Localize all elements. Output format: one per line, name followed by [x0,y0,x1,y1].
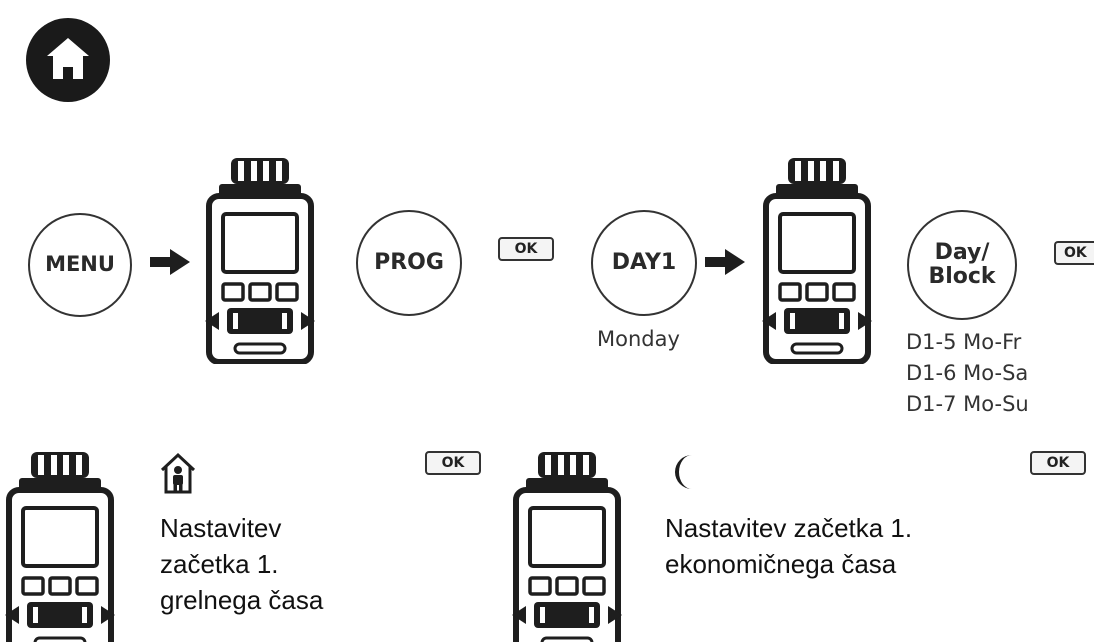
prog-label: PROG [374,249,444,275]
economy-line: Nastavitev začetka 1. [665,513,913,543]
arrow-right-icon [705,249,745,275]
economy-line: ekonomičnega časa [665,549,897,579]
thermostat-device-icon [762,156,872,364]
arrow-right-icon [150,249,190,275]
thermostat-device-icon [5,450,115,642]
home-icon [47,38,89,79]
block-option: D1-6 Mo-Sa [906,361,1029,385]
day-block-button[interactable]: Day/ Block [907,210,1017,320]
home-badge[interactable] [26,18,110,102]
ok-label: OK [514,241,538,257]
heating-line: začetka 1. [160,549,279,579]
thermostat-device-icon [512,450,622,642]
block-option: D1-5 Mo-Fr [906,330,1022,354]
menu-label: MENU [45,252,115,277]
heating-caption: Nastavitev začetka 1. grelnega časa [160,510,323,618]
ok-button[interactable]: OK [425,451,481,475]
heating-line: Nastavitev [160,513,282,543]
block-option: D1-7 Mo-Su [906,392,1029,416]
day-block-line2: Block [928,264,996,289]
thermostat-device-icon [205,156,315,364]
ok-label: OK [1046,455,1070,471]
block-options: D1-5 Mo-Fr D1-6 Mo-Sa D1-7 Mo-Su [906,327,1029,420]
day-caption: Monday [597,327,680,351]
day1-button[interactable]: DAY1 [591,210,697,316]
day-block-line1: Day/ [934,239,990,265]
economy-caption: Nastavitev začetka 1. ekonomičnega časa [665,510,912,582]
prog-button[interactable]: PROG [356,210,462,316]
ok-label: OK [1064,245,1087,261]
ok-button[interactable]: OK [498,237,554,261]
ok-button[interactable]: OK [1030,451,1086,475]
heating-line: grelnega časa [160,585,324,615]
ok-label: OK [441,455,465,471]
ok-button[interactable]: OK [1054,241,1094,265]
moon-icon [674,455,692,489]
menu-button[interactable]: MENU [28,213,132,317]
day1-label: DAY1 [611,249,677,275]
house-person-icon [160,452,196,494]
